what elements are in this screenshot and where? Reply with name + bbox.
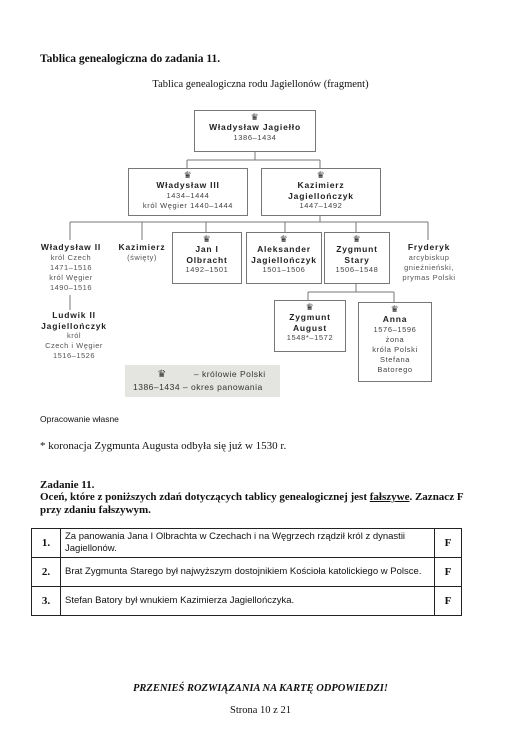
person-note: żona (385, 334, 405, 344)
reign-years: 1501–1506 (262, 265, 306, 274)
crown-icon: ♛ (157, 369, 167, 380)
answer-cell[interactable]: F (434, 586, 462, 616)
reign-years: 1506–1548 (335, 265, 379, 274)
person-name: Anna (382, 314, 408, 324)
person-name: Olbracht (186, 254, 228, 265)
person-name: Aleksander (257, 244, 311, 254)
person-note: Stefana (379, 354, 411, 364)
person-name: August (292, 322, 328, 333)
person-note: arcybiskup (408, 252, 450, 262)
answer-cell[interactable]: F (434, 557, 462, 587)
person-wladyslaw-ii: Władysław II król Czech 1471–1516 król W… (36, 242, 106, 293)
reign-years: 1434–1444 (166, 190, 210, 200)
source-note: Opracowanie własne (40, 414, 119, 424)
answers-table: 1. Za panowania Jana I Olbrachta w Czech… (31, 528, 462, 616)
legend-years-desc: – okres panowania (182, 382, 263, 392)
tree-title: Tablica genealogiczna rodu Jagiellonów (… (152, 79, 369, 90)
person-note: prymas Polski (402, 272, 456, 282)
person-ludwik-ii: Ludwik II Jagiellończyk król Czech i Węg… (34, 310, 114, 361)
person-aleksander: ♛ Aleksander Jagiellończyk 1501–1506 (246, 232, 322, 284)
person-name: Władysław II (40, 242, 102, 252)
person-anna: ♛ Anna 1576–1596 żona króla Polski Stefa… (358, 302, 432, 382)
person-fryderyk: Fryderyk arcybiskup gnieźnieński, prymas… (394, 242, 464, 283)
statement-text: Brat Zygmunta Starego był najwyższym dos… (60, 557, 435, 587)
tree-connectors (69, 150, 429, 310)
person-zygmunt-august: ♛ Zygmunt August 1548*–1572 (274, 300, 346, 352)
task-instruction: Oceń, które z poniższych zdań dotyczącyc… (40, 491, 464, 516)
row-number: 1. (31, 528, 61, 558)
person-name: Jagiellończyk (288, 190, 354, 201)
reign-years: 1447–1492 (299, 201, 343, 210)
person-kazimierz-swiety: Kazimierz (święty) (114, 242, 170, 263)
underlined-word: fałszywe (369, 491, 410, 503)
reign-years: 1492–1501 (185, 265, 229, 274)
statement-text: Stefan Batory był wnukiem Kazimierza Jag… (60, 586, 435, 616)
legend-years-example: 1386–1434 (133, 382, 181, 392)
person-zygmunt-stary: ♛ Zygmunt Stary 1506–1548 (324, 232, 390, 284)
person-note: Batorego (377, 364, 413, 374)
person-name: Władysław III (156, 180, 220, 190)
person-note: król Czech (50, 252, 92, 262)
crown-icon: ♛ (352, 234, 362, 244)
row-number: 2. (31, 557, 61, 587)
person-note: 1516–1526 (52, 351, 96, 360)
crown-icon: ♛ (305, 302, 315, 312)
statement-text: Za panowania Jana I Olbrachta w Czechach… (60, 528, 435, 558)
person-name: Jagiellończyk (41, 320, 107, 331)
crown-icon: ♛ (316, 170, 326, 180)
page-number: Strona 10 z 21 (230, 705, 291, 716)
person-note: król (66, 331, 82, 340)
person-name: Jan I (195, 244, 219, 254)
person-note: króla Polski (372, 344, 418, 354)
answer-cell[interactable]: F (434, 528, 462, 558)
person-name: Ludwik II (52, 310, 96, 320)
person-note: król Węgier (49, 272, 93, 282)
person-note: Czech i Węgier (45, 341, 103, 350)
person-note: (święty) (127, 252, 157, 262)
crown-icon: ♛ (202, 234, 212, 244)
person-note: 1471–1516 (49, 262, 93, 272)
reign-years: 1548*–1572 (286, 333, 334, 342)
person-name: Kazimierz (297, 180, 345, 190)
legend-crown-desc: – królowie Polski (193, 369, 266, 379)
person-kazimierz-jagiellonczyk: ♛ Kazimierz Jagiellończyk 1447–1492 (261, 168, 381, 216)
person-name: Władysław Jagiełło (209, 122, 301, 132)
row-number: 3. (31, 586, 61, 616)
person-name: Kazimierz (118, 242, 166, 252)
reign-years: 1576–1596 (373, 324, 417, 334)
person-name: Stary (344, 254, 370, 265)
coronation-footnote: * koronacja Zygmunta Augusta odbyła się … (40, 440, 287, 452)
person-jan-olbracht: ♛ Jan I Olbracht 1492–1501 (172, 232, 242, 284)
reign-years: 1386–1434 (233, 132, 277, 142)
crown-icon: ♛ (250, 112, 260, 122)
footer-instruction: PRZENIEŚ ROZWIĄZANIA NA KARTĘ ODPOWIEDZI… (133, 683, 388, 694)
person-name: Jagiellończyk (251, 254, 317, 265)
person-wladyslaw-jagiello: ♛ Władysław Jagiełło 1386–1434 (194, 110, 316, 152)
table-row: 2. Brat Zygmunta Starego był najwyższym … (31, 557, 462, 587)
person-name: Zygmunt (336, 244, 378, 254)
table-row: 3. Stefan Batory był wnukiem Kazimierza … (31, 586, 462, 616)
person-name: Fryderyk (407, 242, 451, 252)
person-note: król Węgier 1440–1444 (142, 200, 234, 210)
crown-icon: ♛ (279, 234, 289, 244)
person-name: Zygmunt (289, 312, 331, 322)
person-wladyslaw-iii: ♛ Władysław III 1434–1444 król Węgier 14… (128, 168, 248, 216)
person-note: gnieźnieński, (404, 262, 454, 272)
table-row: 1. Za panowania Jana I Olbrachta w Czech… (31, 528, 462, 558)
crown-icon: ♛ (183, 170, 193, 180)
task-title: Zadanie 11. (40, 479, 95, 491)
section-title: Tablica genealogiczna do zadania 11. (40, 53, 221, 65)
person-note: 1490–1516 (49, 282, 93, 292)
crown-icon: ♛ (390, 304, 400, 314)
legend: ♛ – królowie Polski 1386–1434 – okres pa… (125, 365, 280, 397)
